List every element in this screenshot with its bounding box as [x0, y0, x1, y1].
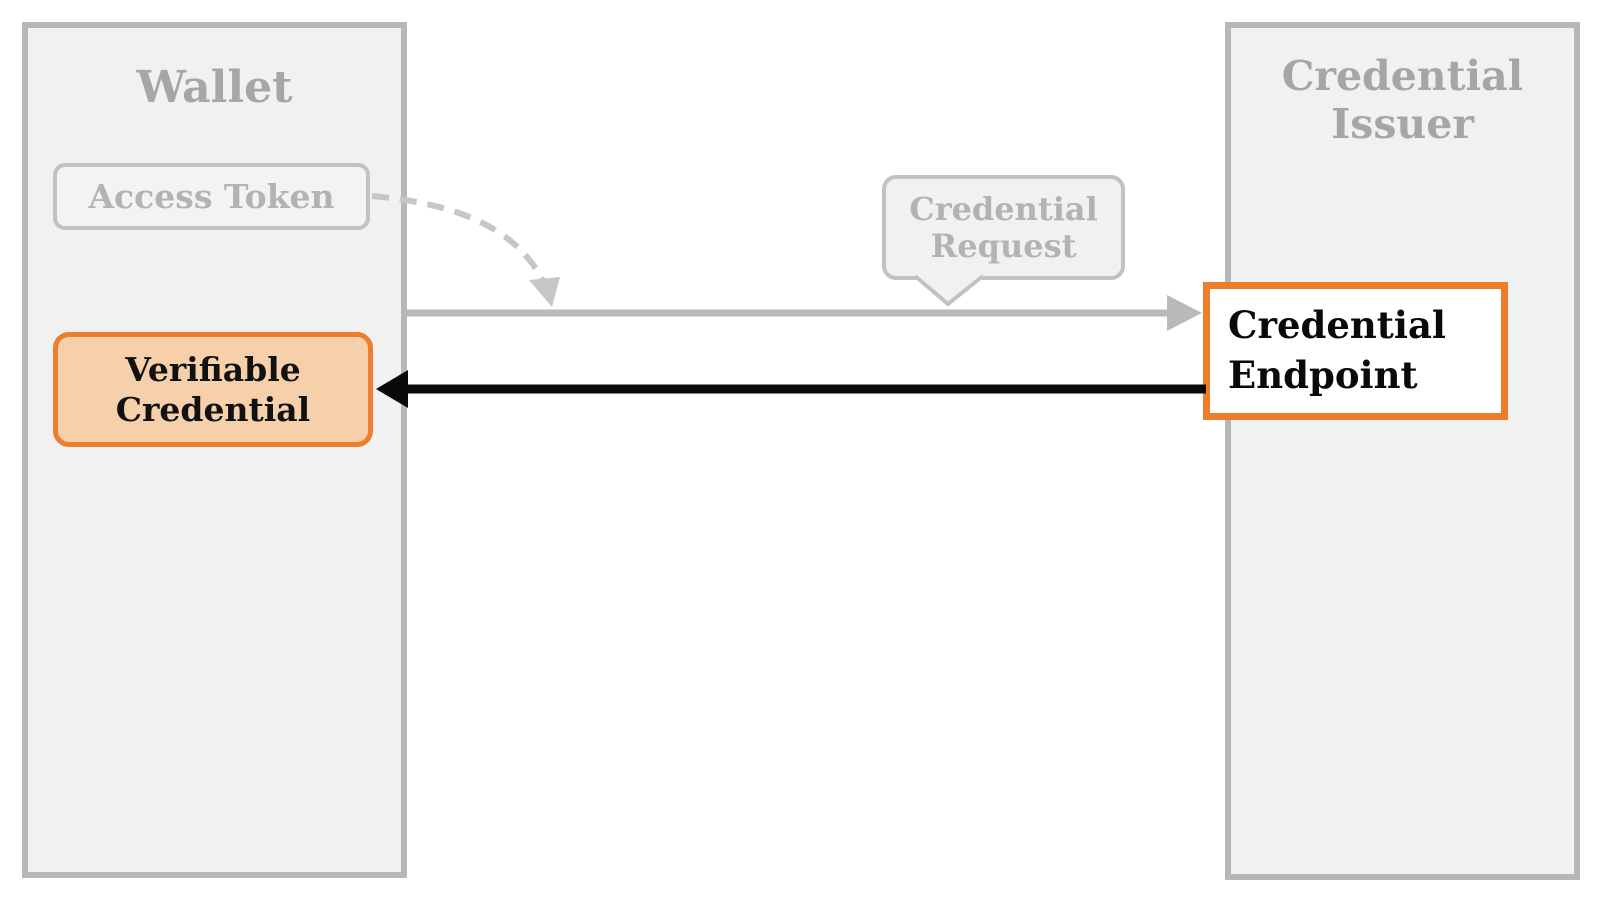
credential-issuer-panel: [1225, 22, 1580, 880]
credential-issuer-title: Credential Issuer: [1281, 52, 1524, 149]
wallet-title: Wallet: [136, 62, 293, 113]
wallet-panel: [22, 22, 407, 878]
access-token-label: Access Token: [88, 176, 335, 216]
verifiable-credential-label: Verifiable Credential: [115, 349, 311, 429]
credential-request-bubble-tail: [913, 274, 985, 306]
credential-request-arrowhead: [1167, 295, 1202, 331]
credential-request-label: Credential Request: [909, 189, 1098, 265]
credential-endpoint-label: Credential Endpoint: [1228, 303, 1446, 397]
credential-endpoint-box: Credential Endpoint: [1203, 282, 1508, 420]
verifiable-credential-box: Verifiable Credential: [53, 332, 373, 447]
access-token-box: Access Token: [53, 163, 370, 230]
access-token-flow-arrowhead: [529, 277, 560, 307]
credential-request-bubble: Credential Request: [882, 175, 1125, 280]
